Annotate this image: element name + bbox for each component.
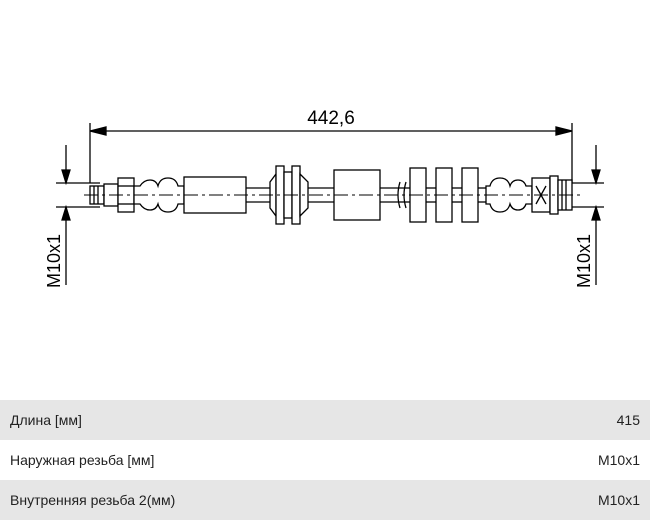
brake-hose-drawing: 442,6 M10x1 M10x1: [44, 108, 604, 288]
dimension-arrow-right: [555, 126, 573, 136]
overall-length-label: 442,6: [307, 108, 355, 129]
left-thread-arrow-down: [61, 169, 71, 186]
right-thread-arrow-up: [591, 204, 601, 221]
spec-label: Наружная резьба [мм]: [10, 452, 155, 468]
left-thread-label: M10x1: [44, 234, 64, 288]
dimension-arrow-left: [89, 126, 107, 136]
left-thread-arrow-up: [61, 204, 71, 221]
spec-label: Длина [мм]: [10, 412, 82, 428]
spec-value: 415: [616, 412, 640, 428]
right-thread-label: M10x1: [574, 234, 594, 288]
right-thread-arrow-down: [591, 169, 601, 186]
spec-row-internal-thread: Внутренняя резьба 2(мм) M10x1: [0, 480, 650, 520]
spec-label: Внутренняя резьба 2(мм): [10, 492, 176, 508]
spec-value: M10x1: [597, 492, 640, 508]
spec-value: M10x1: [597, 452, 640, 468]
spec-row-external-thread: Наружная резьба [мм] M10x1: [0, 440, 650, 480]
spec-row-length: Длина [мм] 415: [0, 400, 650, 440]
spec-table: Длина [мм] 415 Наружная резьба [мм] M10x…: [0, 400, 650, 520]
